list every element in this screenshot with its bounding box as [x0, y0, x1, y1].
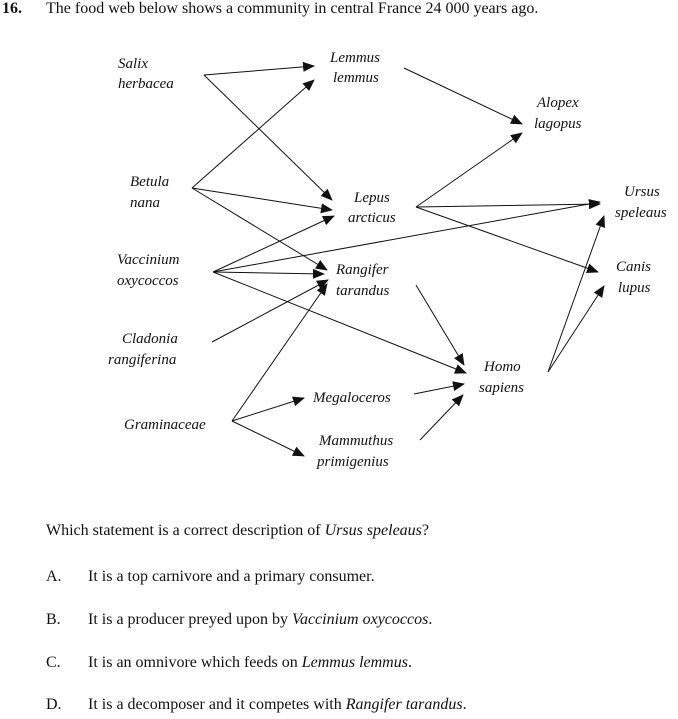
arrow-vaccinium-rangifer	[212, 268, 325, 279]
arrow-vaccinium-homo	[212, 271, 467, 374]
option-letter: D.	[46, 696, 62, 713]
label-betula-nana: Betula nana	[130, 174, 173, 211]
label-cladonia-rangiferina: Cladonia rangiferina	[108, 331, 182, 368]
label-megaloceros: Megaloceros	[312, 390, 391, 406]
label-salix-herbacea: Salix herbacea	[118, 56, 174, 92]
label-ursus-speleaus: Ursus speleaus	[615, 184, 667, 221]
label-mammuthus-primigenius: Mammuthus primigenius	[316, 433, 397, 470]
question-suffix: ?	[421, 522, 430, 539]
option-text: It is a producer preyed upon by Vacciniu…	[88, 611, 433, 628]
arrow-betula-lepus	[191, 187, 333, 214]
label-rangifer-tarandus: Rangifer tarandus	[335, 262, 392, 299]
arrow-homo-canis	[547, 285, 605, 373]
question-prefix: Which statement is a correct description…	[46, 522, 325, 539]
label-lepus-arcticus: Lepus arcticus	[348, 190, 396, 226]
label-lemmus-lemmus: Lemmus lemmus	[329, 50, 384, 86]
arrow-graminaceae-megaloceros	[231, 396, 305, 422]
question-intro: The food web below shows a community in …	[46, 0, 539, 17]
option-text: It is a decomposer and it competes with …	[88, 696, 467, 713]
arrow-mammuthus-homo	[419, 394, 464, 441]
label-vaccinium-oxycoccos: Vaccinium oxycoccos	[117, 252, 183, 289]
option-text: It is an omnivore which feeds on Lemmus …	[88, 654, 412, 671]
option-letter: B.	[46, 611, 61, 628]
arrow-megaloceros-homo	[413, 381, 465, 395]
question-stem: Which statement is a correct description…	[46, 522, 429, 540]
arrow-lepus-ursus	[415, 199, 601, 210]
arrow-rangifer-homo	[415, 284, 465, 366]
label-homo-sapiens: Homo sapiens	[479, 359, 524, 396]
arrow-vaccinium-ursus	[212, 199, 601, 273]
label-graminaceae: Graminaceae	[124, 417, 206, 433]
arrow-lepus-canis	[415, 206, 599, 274]
arrow-lepus-alopex	[415, 132, 523, 208]
option-text: It is a top carnivore and a primary cons…	[88, 568, 375, 585]
label-alopex-lagopus: Alopex lagopus	[534, 95, 582, 132]
arrow-cladonia-rangifer	[211, 279, 329, 343]
question-number: 16.	[2, 0, 22, 17]
arrow-homo-ursus	[547, 215, 605, 373]
option-letter: C.	[46, 654, 61, 671]
question-species: Ursus speleaus	[324, 522, 422, 539]
option-letter: A.	[46, 568, 62, 585]
arrow-lemmus-alopex	[403, 67, 523, 125]
arrow-graminaceae-rangifer	[231, 283, 328, 422]
arrow-vaccinium-lepus	[212, 215, 335, 273]
arrow-salix-lepus	[203, 74, 333, 201]
arrow-salix-lemmus	[203, 61, 315, 76]
arrow-betula-rangifer	[191, 187, 328, 271]
arrow-betula-lemmus	[191, 79, 315, 189]
arrow-graminaceae-mammuthus	[231, 420, 305, 457]
label-canis-lupus: Canis lupus	[616, 259, 655, 296]
